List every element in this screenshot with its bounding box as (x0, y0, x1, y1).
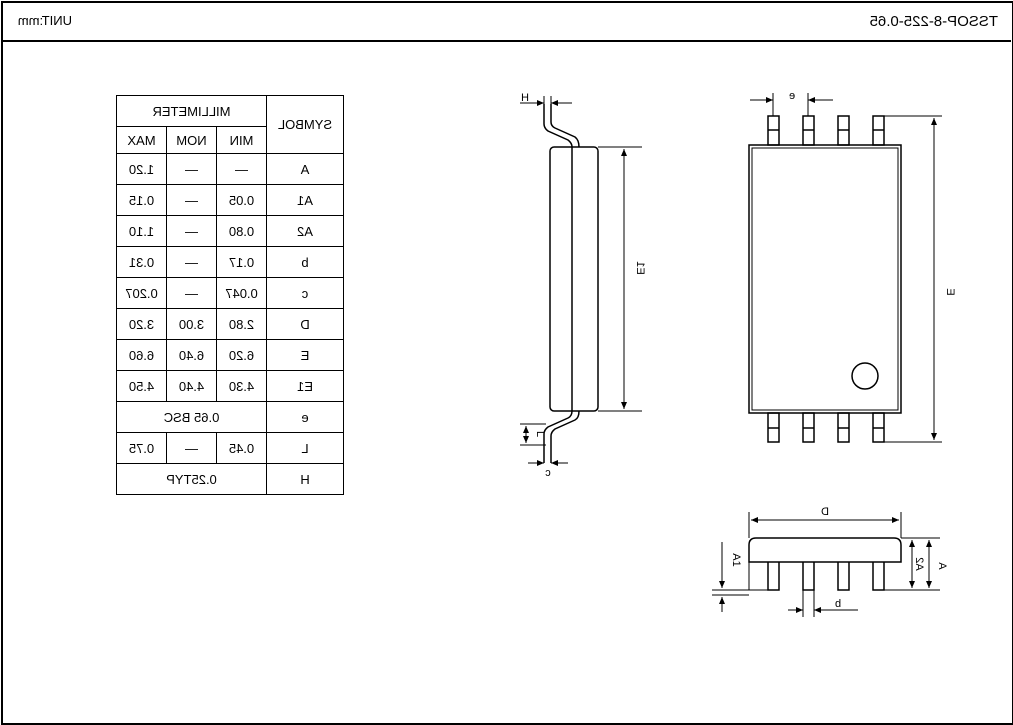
lower-lead (543, 410, 573, 463)
header-divider (2, 40, 1011, 42)
pin1-marker (851, 362, 879, 390)
label-E: E (944, 288, 956, 295)
side-body (549, 146, 599, 412)
lower-lead-edge (550, 410, 580, 463)
front-body (748, 537, 902, 563)
label-A: A (936, 562, 948, 570)
label-H: H (521, 92, 529, 104)
top-body-outer (748, 144, 902, 414)
upper-lead (543, 104, 573, 148)
label-A1: A1 (730, 553, 742, 566)
label-D: D (821, 506, 829, 518)
front-leads (767, 562, 885, 591)
label-b: b (835, 598, 841, 610)
label-e: e (789, 90, 795, 102)
label-E1: E1 (634, 261, 646, 274)
top-body-inner (751, 147, 899, 411)
label-c: c (545, 467, 551, 479)
top-lower-leads (767, 412, 885, 443)
side-view (543, 104, 599, 463)
label-L: L (534, 431, 546, 437)
upper-lead-edge (550, 104, 580, 148)
front-dimensions (712, 512, 940, 617)
top-dimensions (750, 93, 942, 443)
label-A2: A2 (913, 557, 925, 570)
top-upper-leads (767, 115, 885, 146)
top-view (748, 115, 902, 443)
side-dimensions (520, 96, 642, 466)
front-view (748, 537, 902, 591)
